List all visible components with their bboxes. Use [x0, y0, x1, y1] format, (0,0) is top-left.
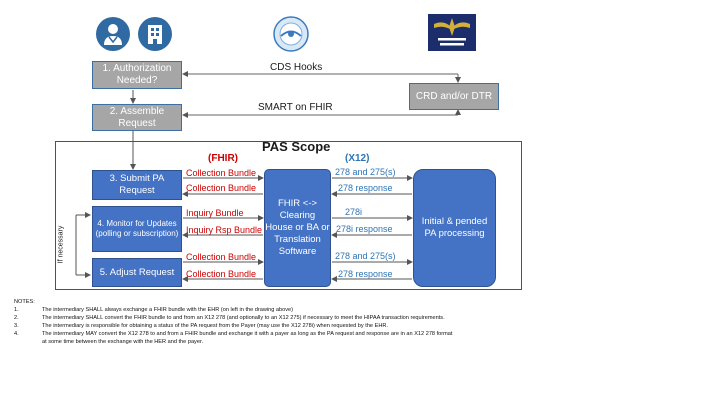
monitor-updates-label: 4. Monitor for Updates (polling or subsc…: [95, 219, 179, 238]
fhir-submit-in-label: Collection Bundle: [186, 183, 257, 193]
crd-dtr-label: CRD and/or DTR: [415, 90, 493, 102]
health-insurance-logo-icon: [428, 14, 476, 51]
clearinghouse-box: FHIR <-> Clearing House or BA or Transla…: [264, 169, 331, 287]
payer-processing-box: Initial & pended PA processing: [413, 169, 496, 287]
note-item: 1. The intermediary SHALL always exchang…: [14, 307, 294, 313]
adjust-request-label: 5. Adjust Request: [99, 266, 175, 278]
x12-adjust-in-label: 278 response: [338, 269, 393, 279]
notes-section: NOTES: 1. The intermediary SHALL always …: [14, 298, 452, 346]
x12-heading: (X12): [345, 153, 370, 164]
fhir-monitor-in-label: Inquiry Rsp Bundle: [186, 225, 263, 235]
x12-monitor-in-label: 278i response: [336, 224, 393, 234]
fhir-adjust-in-label: Collection Bundle: [186, 269, 257, 279]
authorization-needed-label: 1. Authorization Needed?: [102, 63, 172, 86]
submit-pa-request-label: 3. Submit PA Request: [109, 173, 165, 196]
fhir-submit-out-label: Collection Bundle: [186, 168, 257, 178]
x12-monitor-out-label: 278i: [345, 207, 363, 217]
assemble-request-box: 2. Assemble Request: [92, 104, 182, 131]
smart-on-fhir-label: SMART on FHIR: [258, 102, 333, 113]
adjust-request-box: 5. Adjust Request: [92, 258, 182, 287]
fhir-logo-icon: [272, 15, 310, 53]
pas-scope-title: PAS Scope: [262, 139, 331, 154]
doctor-icon: [96, 17, 130, 51]
clearinghouse-label: FHIR <-> Clearing House or BA or Transla…: [265, 198, 330, 257]
fhir-adjust-out-label: Collection Bundle: [186, 252, 257, 262]
note-item: 2. The intermediary SHALL convert the FH…: [14, 315, 445, 321]
note-continuation: at some time between the exchange with t…: [42, 339, 204, 345]
x12-submit-out-label: 278 and 275(s): [335, 167, 396, 177]
submit-pa-request-box: 3. Submit PA Request: [92, 170, 182, 200]
pas-scope-frame: [55, 141, 522, 290]
payer-processing-label: Initial & pended PA processing: [421, 216, 488, 239]
assemble-request-label: 2. Assemble Request: [109, 105, 165, 129]
fhir-heading: (FHIR): [208, 153, 238, 164]
fhir-monitor-out-label: Inquiry Bundle: [186, 208, 244, 218]
x12-adjust-out-label: 278 and 275(s): [335, 251, 396, 261]
if-necessary-label: If necessary: [57, 225, 65, 264]
authorization-needed-box: 1. Authorization Needed?: [92, 61, 182, 89]
cds-hooks-label: CDS Hooks: [270, 62, 323, 73]
notes-heading: NOTES:: [14, 299, 35, 305]
hospital-icon: [138, 17, 172, 51]
monitor-updates-box: 4. Monitor for Updates (polling or subsc…: [92, 206, 182, 252]
note-item: 3. The intermediary is responsible for o…: [14, 323, 388, 329]
note-item: 4. The intermediary MAY convert the X12 …: [14, 331, 453, 337]
crd-dtr-box: CRD and/or DTR: [409, 83, 499, 110]
x12-submit-in-label: 278 response: [338, 183, 393, 193]
